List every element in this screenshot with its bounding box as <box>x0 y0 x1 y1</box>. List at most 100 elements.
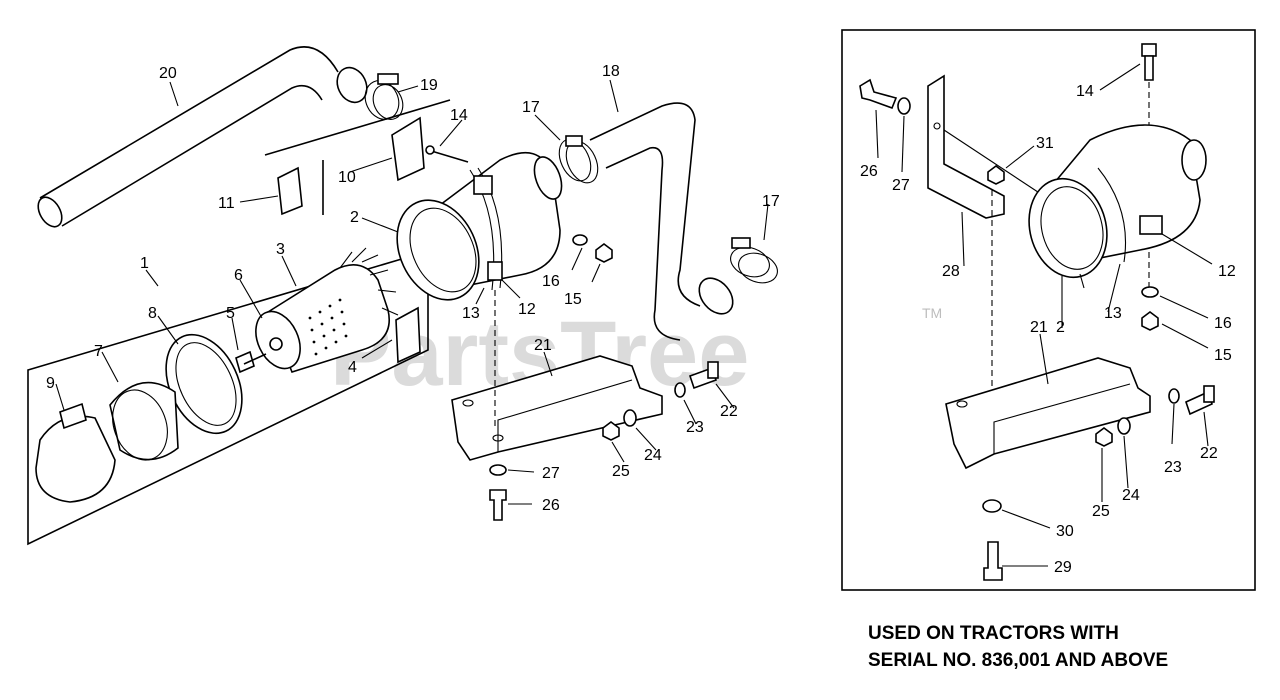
inset-bracket-28-hole <box>933 122 941 130</box>
callout-22: 22 <box>720 403 738 420</box>
inset-washer-27 <box>897 97 911 115</box>
clamp-19 <box>364 80 400 120</box>
washer-16 <box>572 234 588 246</box>
inset-nut-15 <box>1141 311 1159 331</box>
watermark-trademark: TM <box>922 305 942 321</box>
inset-bolt-22-head <box>1203 385 1215 403</box>
cover-7-inner <box>112 389 168 461</box>
callout-8: 8 <box>148 305 157 322</box>
callout-21: 21 <box>534 337 552 354</box>
wing-nut-5 <box>235 350 267 374</box>
serial-number-note: USED ON TRACTORS WITH SERIAL NO. 836,001… <box>868 620 1268 674</box>
clamp-17-lower-screw <box>731 237 751 249</box>
inset-callout-30: 30 <box>1056 523 1074 540</box>
serial-note-line-2: SERIAL NO. 836,001 AND ABOVE <box>868 650 1169 671</box>
callout-17b: 17 <box>762 193 780 210</box>
clamp-17-upper-screw <box>565 135 583 147</box>
inset-bracket-21-fold <box>993 383 1131 454</box>
hose-18-end <box>698 277 734 315</box>
callout-7: 7 <box>94 343 103 360</box>
inset-washer-16 <box>1141 286 1159 298</box>
filter-element-3-fins <box>339 247 399 316</box>
decal-bracket <box>264 99 451 215</box>
hose-20-end <box>37 196 63 228</box>
cap-9 <box>35 415 116 503</box>
callout-2: 2 <box>350 209 359 226</box>
inset-bolt-29 <box>983 541 1003 581</box>
callout-25: 25 <box>612 463 630 480</box>
callout-1: 1 <box>140 255 149 272</box>
inset-callout-12: 12 <box>1218 263 1236 280</box>
callout-4: 4 <box>348 359 357 376</box>
decal-10 <box>391 116 425 182</box>
inset-washer-30 <box>982 499 1002 513</box>
callout-14: 14 <box>450 107 468 124</box>
clamp-19-screw <box>377 73 399 85</box>
inset-frame <box>841 29 1256 591</box>
inset-callout-22: 22 <box>1200 445 1218 462</box>
inset-callout-31: 31 <box>1036 135 1054 152</box>
callout-6: 6 <box>234 267 243 284</box>
decal-4 <box>395 306 421 364</box>
inset-washer-23 <box>1168 388 1180 404</box>
inset-callout-13: 13 <box>1104 305 1122 322</box>
inset-callout-29: 29 <box>1054 559 1072 576</box>
bracket-21-hole-b <box>492 434 504 442</box>
cover-7 <box>109 381 179 461</box>
filter-element-3-perforations <box>308 298 348 356</box>
inset-callout-14: 14 <box>1076 83 1094 100</box>
gasket-8-inner <box>175 342 237 426</box>
inset-lockwasher-24 <box>1117 417 1131 435</box>
inset-bracket-21 <box>945 357 1151 470</box>
decal-11 <box>277 166 303 216</box>
clamp-17-lower <box>730 246 770 278</box>
inset-callout-16: 16 <box>1214 315 1232 332</box>
callout-23: 23 <box>686 419 704 436</box>
bolt-14-head <box>425 145 435 155</box>
callout-11: 11 <box>218 195 235 212</box>
washer-23 <box>674 382 686 398</box>
inset-callout-24: 24 <box>1122 487 1140 504</box>
inset-nut-31 <box>987 165 1005 185</box>
main-view: 20 19 14 18 17 10 11 2 17 1 3 6 8 5 7 9 … <box>27 46 780 546</box>
bolt-14 <box>427 149 469 163</box>
band-bracket-12 <box>473 175 493 195</box>
inset-callout-26: 26 <box>860 163 878 180</box>
nut-25 <box>602 421 620 441</box>
washer-27 <box>489 464 507 476</box>
callout-20: 20 <box>159 65 177 82</box>
callout-18: 18 <box>602 63 620 80</box>
inset-bracket-28 <box>927 74 1005 219</box>
callout-19: 19 <box>420 77 438 94</box>
inset-view: 14 26 27 31 12 13 2 16 15 21 28 22 23 24… <box>841 29 1256 591</box>
cap-9-clip <box>59 402 87 430</box>
housing-ring-2 <box>396 199 480 301</box>
callout-27: 27 <box>542 465 560 482</box>
inset-band-13 <box>1097 167 1127 263</box>
inset-bolt-14-head <box>1141 43 1157 57</box>
inset-callout-27: 27 <box>892 177 910 194</box>
callout-10: 10 <box>338 169 356 186</box>
hose-20-mouth <box>336 66 368 104</box>
main-leader-lines <box>55 79 769 505</box>
inset-bracket-leader <box>943 129 1051 201</box>
callout-15: 15 <box>564 291 582 308</box>
inset-air-cleaner-inlet <box>1181 139 1207 181</box>
bolt-22-head <box>707 361 719 379</box>
inset-callout-25: 25 <box>1092 503 1110 520</box>
bracket-21-hole-a <box>462 399 474 407</box>
callout-17a: 17 <box>522 99 540 116</box>
callout-24: 24 <box>644 447 662 464</box>
callout-13: 13 <box>462 305 480 322</box>
inset-callout-28: 28 <box>942 263 960 280</box>
band-bracket-12-lower <box>487 261 503 281</box>
inset-callout-23: 23 <box>1164 459 1182 476</box>
inset-callout-21: 21 <box>1030 319 1048 336</box>
gasket-6 <box>269 337 283 351</box>
callout-26: 26 <box>542 497 560 514</box>
serial-note-line-1: USED ON TRACTORS WITH <box>868 623 1119 644</box>
inset-bolt-26 <box>859 78 898 110</box>
inset-bracket-21-hole <box>956 400 968 408</box>
callout-5: 5 <box>226 305 235 322</box>
